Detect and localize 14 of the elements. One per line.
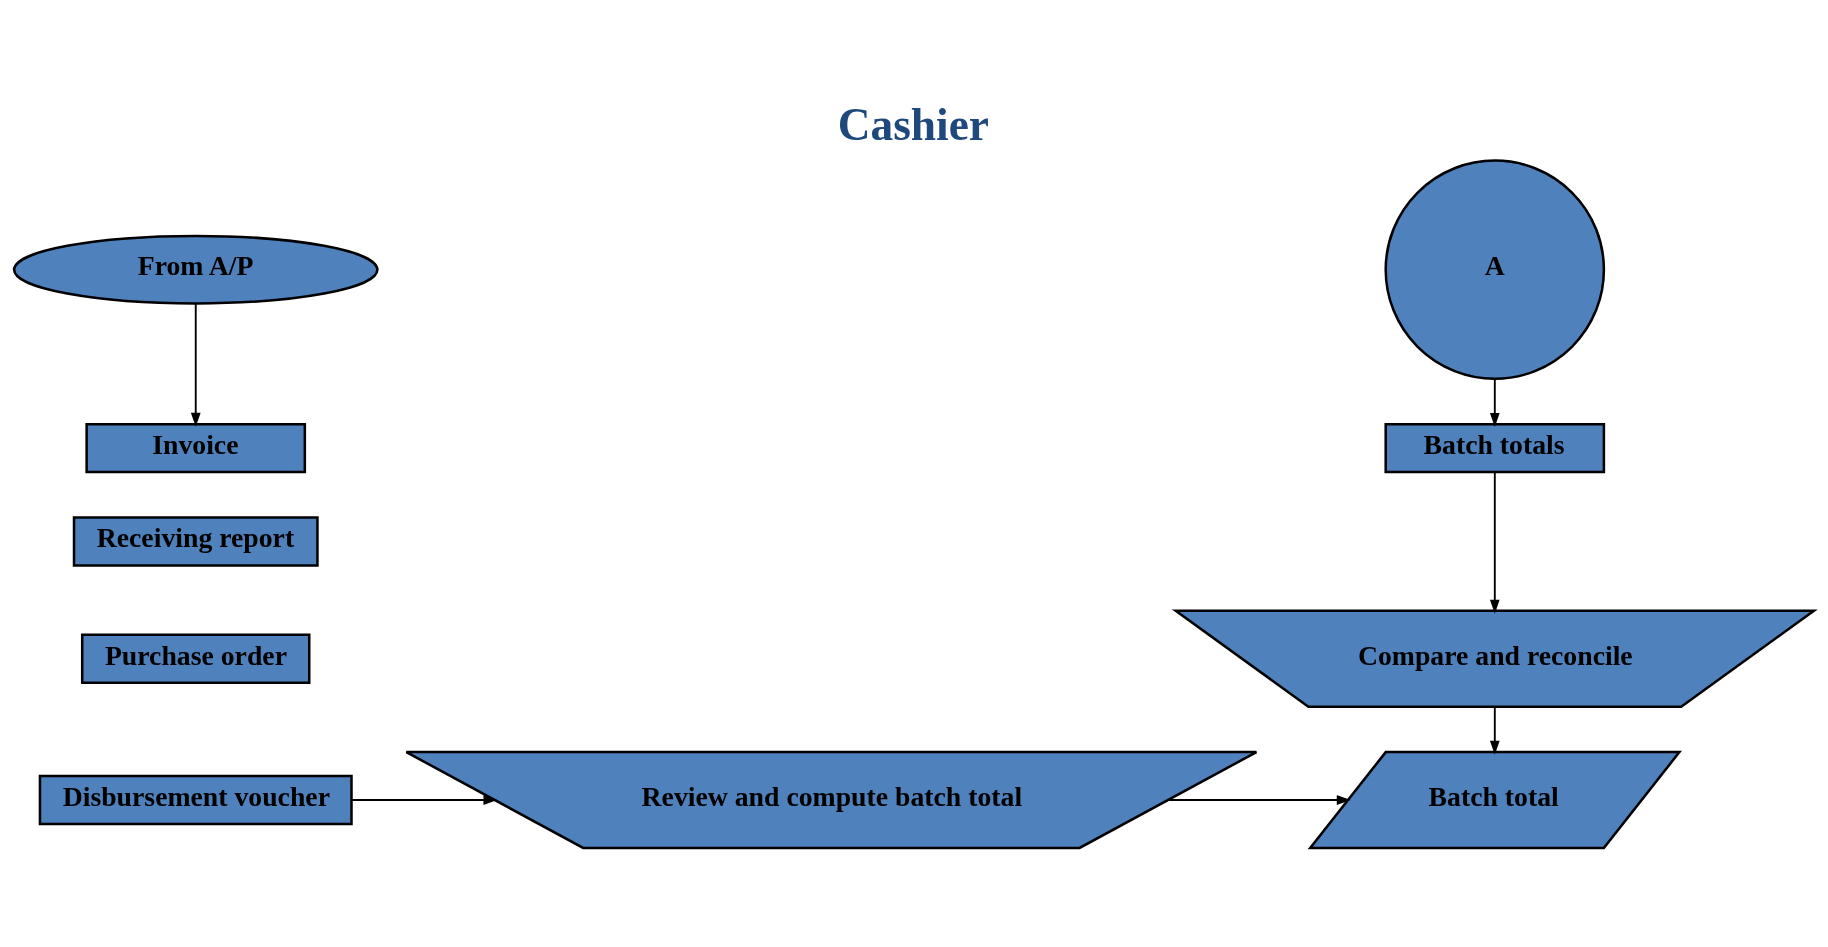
arrow [350, 794, 498, 805]
arrow [1489, 705, 1500, 755]
node-box: Disbursement voucher [38, 774, 353, 825]
arrow [1167, 794, 1351, 805]
arrow [1489, 471, 1500, 614]
node-box: Purchase order [80, 633, 311, 684]
node-ellipse: From A/P [12, 234, 379, 305]
node-box: Receiving report [72, 515, 319, 567]
node-circle: A [1384, 158, 1606, 380]
diagram-title: Cashier [837, 99, 989, 150]
node-box: Batch totals [1384, 422, 1606, 473]
arrow [190, 302, 201, 427]
node-box: Invoice [85, 422, 307, 473]
arrow [1489, 377, 1500, 427]
